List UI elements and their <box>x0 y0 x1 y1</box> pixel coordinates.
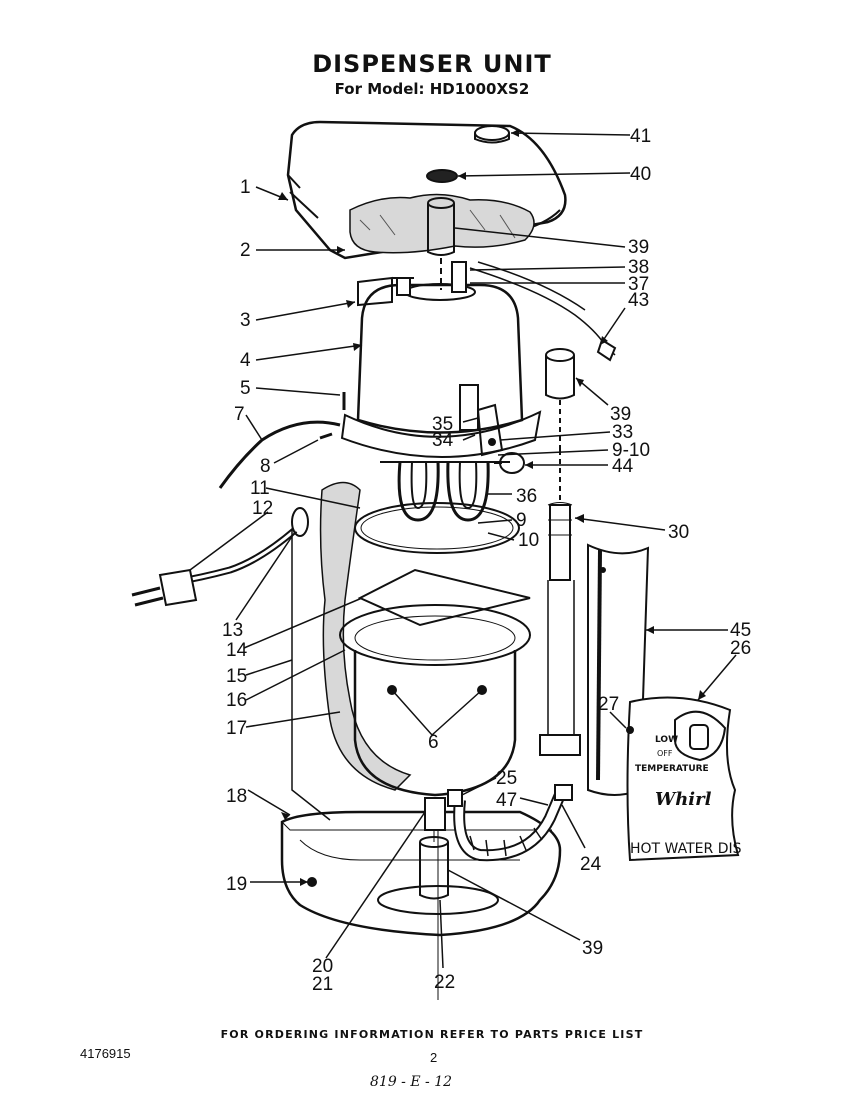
valve-part <box>424 797 446 831</box>
callout-13: 13 <box>222 620 243 641</box>
insulation-plate-part <box>357 568 531 627</box>
elbow-part <box>447 789 463 807</box>
callout-25: 25 <box>496 768 517 789</box>
callout-8: 8 <box>260 456 271 477</box>
callout-labels: 1 2 3 4 5 7 8 11 12 13 14 15 16 17 18 19… <box>222 126 751 995</box>
callout-9: 9 <box>516 510 527 531</box>
power-cord-part <box>131 507 309 607</box>
callout-27: 27 <box>598 694 619 715</box>
callout-43: 43 <box>628 290 649 311</box>
callout-4: 4 <box>240 350 251 371</box>
probe-part <box>218 420 341 489</box>
callout-2: 2 <box>240 240 251 261</box>
label-low-text: LOW <box>655 735 678 745</box>
leader-lines <box>189 132 737 969</box>
callout-14: 14 <box>226 640 248 661</box>
fill-tube-top <box>427 197 455 290</box>
cap-part <box>474 125 510 141</box>
callout-45: 45 <box>730 620 751 641</box>
callout-39-middle: 39 <box>610 404 631 425</box>
callout-18: 18 <box>226 786 247 807</box>
plug-part <box>426 169 458 183</box>
page-title: DISPENSER UNIT <box>312 50 552 78</box>
handwritten-note: 819 - E - 12 <box>370 1074 453 1090</box>
arrowheads <box>278 129 706 886</box>
callout-11: 11 <box>250 478 270 499</box>
callout-24: 24 <box>580 854 602 875</box>
label-product-text: HOT WATER DIS <box>630 841 742 857</box>
label-off-text: OFF <box>657 749 673 758</box>
temperature-label-part <box>626 696 740 862</box>
callout-34: 34 <box>432 430 454 451</box>
callout-21: 21 <box>312 974 333 995</box>
callout-22: 22 <box>434 972 455 993</box>
callout-7: 7 <box>234 404 245 425</box>
side-insulation-part <box>319 481 412 791</box>
callout-17: 17 <box>226 718 247 739</box>
callout-10: 10 <box>518 530 539 551</box>
callout-33: 33 <box>612 422 633 443</box>
screw-part-2 <box>319 432 333 440</box>
callout-47: 47 <box>496 790 517 811</box>
callout-37: 37 <box>628 274 649 295</box>
cap-side <box>474 133 510 144</box>
callout-30: 30 <box>668 522 689 543</box>
heating-element-part <box>380 461 510 522</box>
callout-44: 44 <box>612 456 634 477</box>
thermostat-part <box>459 384 504 457</box>
page-number: 2 <box>430 1050 438 1065</box>
callout-36: 36 <box>516 486 537 507</box>
callout-5: 5 <box>240 378 251 399</box>
callout-20: 20 <box>312 956 333 977</box>
callout-40: 40 <box>630 164 651 185</box>
callout-19: 19 <box>226 874 247 895</box>
document-number: 4176915 <box>80 1046 131 1061</box>
callout-39-top: 39 <box>628 237 649 258</box>
label-temperature-text: TEMPERATURE <box>635 764 709 774</box>
sight-tube-part <box>539 348 581 756</box>
callout-38: 38 <box>628 257 649 278</box>
callout-41: 41 <box>630 126 651 147</box>
tank-part <box>340 261 542 458</box>
gasket-part <box>354 502 520 554</box>
callout-35: 35 <box>432 414 453 435</box>
label-brand-text: Whirl <box>655 789 712 810</box>
ordering-info-note: FOR ORDERING INFORMATION REFER TO PARTS … <box>220 1028 644 1041</box>
callout-15: 15 <box>226 666 247 687</box>
callout-1: 1 <box>240 177 251 198</box>
callout-3: 3 <box>240 310 251 331</box>
insulation-part <box>349 193 535 254</box>
callout-9-10: 9-10 <box>612 440 650 461</box>
callout-12: 12 <box>252 498 273 519</box>
inner-tank-part <box>339 604 531 797</box>
model-subtitle: For Model: HD1000XS2 <box>334 80 530 98</box>
callout-16: 16 <box>226 690 247 711</box>
callout-6: 6 <box>428 732 439 753</box>
callout-39-bottom: 39 <box>582 938 603 959</box>
callout-26: 26 <box>730 638 751 659</box>
